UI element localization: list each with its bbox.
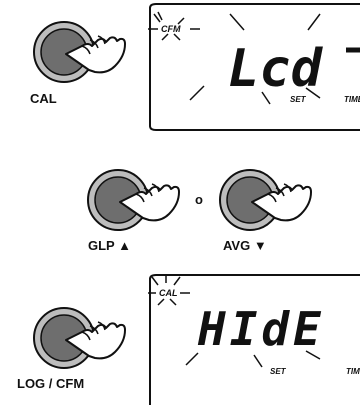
pressing-hand-icon xyxy=(65,36,126,74)
log-cfm-button-label: LOG / CFM xyxy=(17,376,85,391)
lcd-time-indicator: TIME xyxy=(344,95,360,104)
lcd-flag-cfm: CFM xyxy=(161,24,181,34)
lcd-screen-cal: CAL HIdE SET TIME xyxy=(148,274,360,405)
cal-button-label: CAL xyxy=(30,91,57,106)
glp-button[interactable] xyxy=(78,164,180,244)
lcd-time-indicator: TIME xyxy=(346,367,360,376)
log-cfm-button[interactable] xyxy=(22,302,126,382)
lcd-set-indicator: SET xyxy=(290,95,307,104)
pressing-hand-icon xyxy=(251,184,312,222)
pressing-hand-icon xyxy=(119,184,180,222)
glp-button-label: GLP ▲ xyxy=(88,238,131,253)
lcd-main-text-hide: HIdE xyxy=(197,302,325,356)
lcd-set-indicator: SET xyxy=(270,367,287,376)
lcd-screen-cfm: CFM Lcd SET TIME xyxy=(148,3,360,131)
or-separator: o xyxy=(195,192,203,207)
svg-text:o: o xyxy=(195,192,203,207)
lcd-main-text-lcd: Lcd xyxy=(228,39,324,99)
blink-rays-icon xyxy=(153,11,321,105)
blink-rays-icon xyxy=(151,275,321,368)
cal-button[interactable] xyxy=(22,14,126,94)
lcd-flag-cal: CAL xyxy=(159,288,178,298)
avg-button-label: AVG ▼ xyxy=(223,238,267,253)
avg-button[interactable] xyxy=(210,164,312,244)
pressing-hand-icon xyxy=(65,322,126,360)
